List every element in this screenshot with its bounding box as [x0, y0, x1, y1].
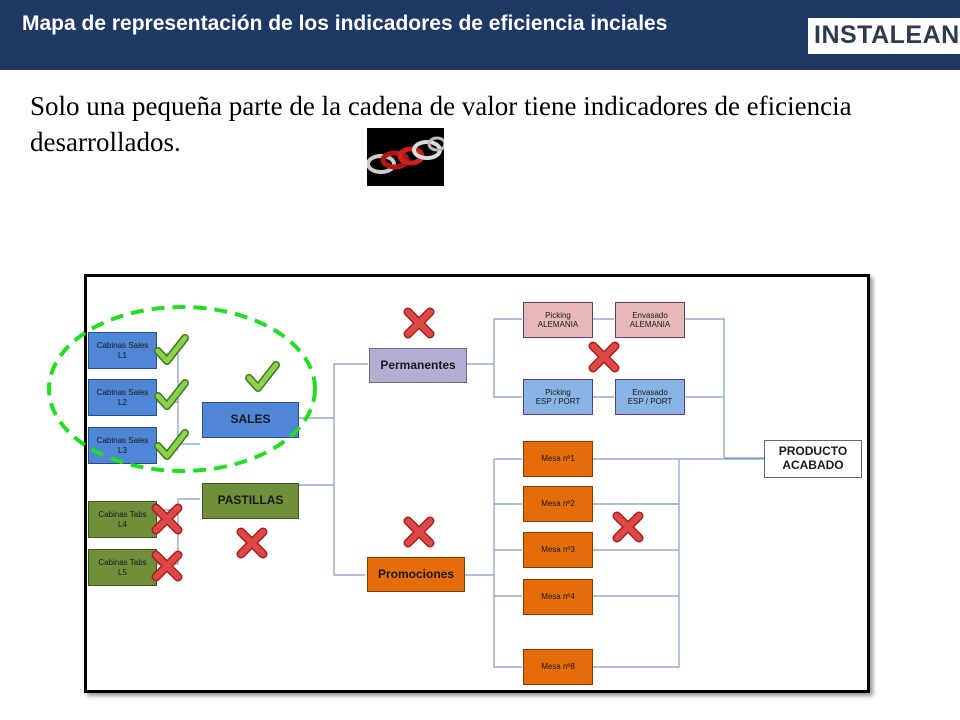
- slide-title: Mapa de representación de los indicadore…: [22, 12, 668, 35]
- instalean-logo: INSTALEAN: [808, 18, 960, 54]
- mesa-3-box: Mesa nº3: [523, 532, 593, 568]
- permanentes-box: Permanentes: [369, 348, 467, 383]
- promociones-box: Promociones: [367, 557, 465, 592]
- chain-broken-image: [367, 128, 444, 186]
- mesa-2-box: Mesa nº2: [523, 486, 593, 522]
- picking-esp-port-box: Picking ESP / PORT: [523, 379, 593, 415]
- mesa-8-box: Mesa nº8: [523, 649, 593, 685]
- cabinas-tabs-l4-box: Cabinas Tabs L4: [88, 501, 157, 538]
- sales-box: SALES: [202, 402, 299, 438]
- envasado-alemania-box: Envasado ALEMANIA: [615, 302, 685, 338]
- mesa-4-box: Mesa nº4: [523, 579, 593, 615]
- cabinas-sales-l1-box: Cabinas Sales L1: [88, 332, 157, 369]
- picking-alemania-box: Picking ALEMANIA: [523, 302, 593, 338]
- slide-subtitle: Solo una pequeña parte de la cadena de v…: [30, 91, 852, 157]
- mesa-1-box: Mesa nº1: [523, 441, 593, 477]
- header-bar: Mapa de representación de los indicadore…: [0, 0, 960, 70]
- cabinas-sales-l3-box: Cabinas Sales L3: [88, 427, 157, 464]
- pastillas-box: PASTILLAS: [202, 483, 299, 519]
- producto-acabado-box: PRODUCTO ACABADO: [764, 440, 862, 478]
- logo-text: INSTALEAN: [814, 21, 960, 49]
- envasado-esp-port-box: Envasado ESP / PORT: [615, 379, 685, 415]
- cabinas-sales-l2-box: Cabinas Sales L2: [88, 379, 157, 416]
- cabinas-tabs-l5-box: Cabinas Tabs L5: [88, 549, 157, 586]
